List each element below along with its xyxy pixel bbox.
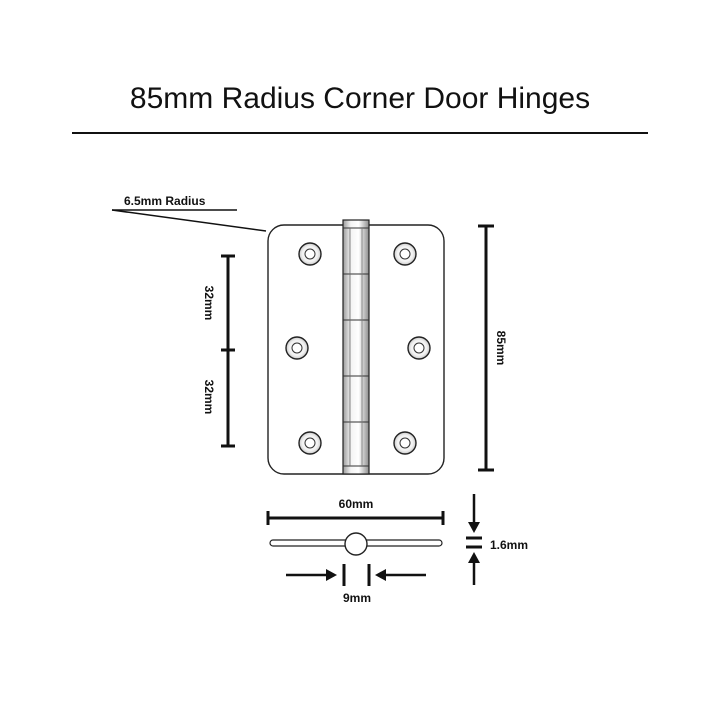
thickness-label: 1.6mm — [490, 538, 528, 552]
hole-spacing-lower-label: 32mm — [202, 380, 216, 415]
radius-label: 6.5mm Radius — [124, 194, 206, 208]
height-label: 85mm — [494, 331, 508, 366]
knuckle-diameter-label: 9mm — [343, 591, 371, 605]
screw-hole — [285, 336, 309, 360]
screw-hole — [298, 242, 322, 266]
screw-hole — [393, 242, 417, 266]
screw-holes — [285, 242, 431, 455]
title-divider — [72, 132, 648, 134]
hole-spacing-upper-label: 32mm — [202, 286, 216, 321]
thickness-dimension-line — [466, 494, 482, 585]
hinge-side-profile — [269, 532, 443, 556]
hinge-knuckle — [342, 219, 370, 475]
screw-hole — [298, 431, 322, 455]
radius-leader — [111, 209, 267, 232]
page-title: 85mm Radius Corner Door Hinges — [129, 82, 591, 115]
knuckle-diameter-dimension-line — [286, 564, 426, 586]
width-dimension-line — [266, 511, 445, 525]
height-dimension-line — [478, 224, 494, 472]
screw-hole — [407, 336, 431, 360]
screw-hole — [393, 431, 417, 455]
hole-spacing-dimension-line — [221, 254, 235, 448]
width-label: 60mm — [339, 497, 374, 511]
